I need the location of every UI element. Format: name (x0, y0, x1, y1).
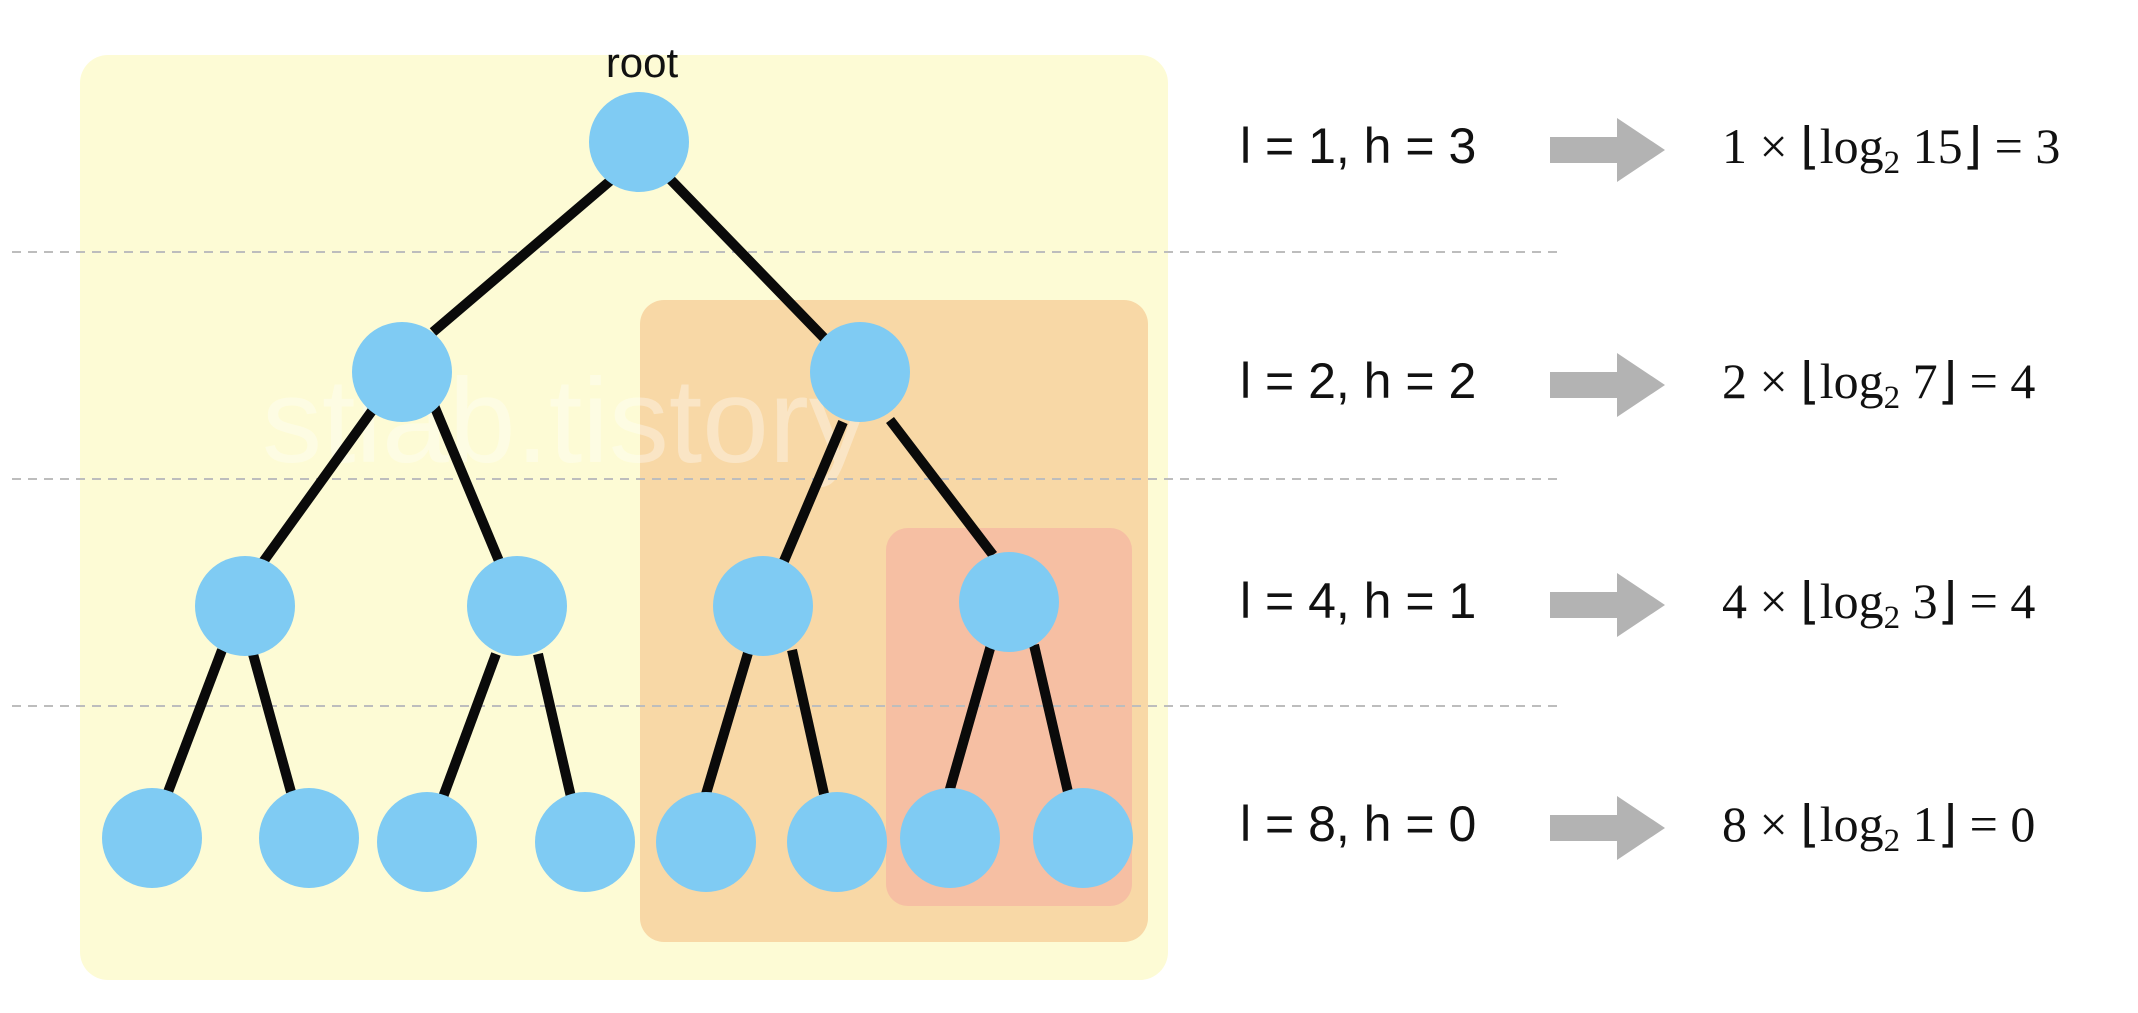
tree-node (900, 788, 1000, 888)
formula-log-base: 2 (1884, 600, 1901, 636)
formula-log-base: 2 (1884, 380, 1901, 416)
tree-edge (886, 416, 997, 559)
formula-argument: 3 (1913, 573, 1938, 629)
tree-node (535, 792, 635, 892)
formula-space (1900, 573, 1913, 629)
formula-equals: = (1957, 353, 2010, 409)
level-label: l = 4, h = 1 (1240, 573, 1476, 629)
tree-node (959, 552, 1059, 652)
tree-edge (258, 405, 379, 565)
tree-node (352, 322, 452, 422)
level-label: l = 1, h = 3 (1240, 118, 1476, 174)
formula-log: log (1820, 118, 1884, 174)
formula-right-floor: ⌋ (1938, 796, 1958, 852)
formula-right-floor: ⌋ (1938, 573, 1958, 629)
formula-log: log (1820, 353, 1884, 409)
tree-edge (533, 652, 576, 799)
tree-node-root (589, 92, 689, 192)
tree-edge (429, 177, 614, 336)
tree-edges (163, 175, 1073, 799)
tree-edge (428, 401, 504, 563)
tree-node (713, 556, 813, 656)
formula-result: 4 (2010, 353, 2035, 409)
formula-left-floor: ⌊ (1800, 353, 1820, 409)
tree-edge (666, 175, 831, 345)
tree-node (377, 792, 477, 892)
formula-space (1900, 353, 1913, 409)
formula-result: 0 (2010, 796, 2035, 852)
tree-node (787, 792, 887, 892)
formula-left-floor: ⌊ (1800, 796, 1820, 852)
formula-coefficient: 1 (1722, 118, 1747, 174)
level-label: l = 8, h = 0 (1240, 796, 1476, 852)
tree-node (102, 788, 202, 888)
level-row: l = 4, h = 1 4 × ⌊log2 3⌋ = 4 (1240, 573, 2035, 637)
formula-coefficient: 8 (1722, 796, 1747, 852)
tree-edge (787, 648, 829, 796)
formula-equals: = (1957, 573, 2010, 629)
formula-argument: 1 (1913, 796, 1938, 852)
level-formula: 4 × ⌊log2 3⌋ = 4 (1722, 573, 2035, 636)
formula-log: log (1820, 573, 1884, 629)
formula-left-floor: ⌊ (1800, 573, 1820, 629)
formula-coefficient: 4 (1722, 573, 1747, 629)
formula-argument: 7 (1913, 353, 1938, 409)
level-formula: 1 × ⌊log2 15⌋ = 3 (1722, 118, 2060, 181)
formula-result: 3 (2035, 118, 2060, 174)
tree-node (1033, 788, 1133, 888)
formula-equals: = (1982, 118, 2035, 174)
formula-left-floor: ⌊ (1800, 118, 1820, 174)
right-arrow-icon (1550, 796, 1665, 860)
formula-log-base: 2 (1884, 823, 1901, 859)
level-row: l = 8, h = 0 8 × ⌊log2 1⌋ = 0 (1240, 796, 2035, 860)
formula-right-floor: ⌋ (1963, 118, 1983, 174)
tree-edge (779, 420, 848, 563)
formula-result: 4 (2010, 573, 2035, 629)
tree-node (656, 792, 756, 892)
formula-times: × (1747, 118, 1800, 174)
tree-edge (1029, 643, 1073, 794)
root-label: root (606, 39, 679, 86)
formula-times: × (1747, 353, 1800, 409)
right-arrow-icon (1550, 573, 1665, 637)
formula-times: × (1747, 573, 1800, 629)
right-arrow-icon (1550, 118, 1665, 182)
formula-space (1900, 796, 1913, 852)
formula-space (1900, 118, 1913, 174)
tree-edge (438, 652, 501, 799)
level-row: l = 1, h = 3 1 × ⌊log2 15⌋ = 3 (1240, 118, 2060, 182)
formula-log-base: 2 (1884, 145, 1901, 181)
tree-node (467, 556, 567, 656)
formula-coefficient: 2 (1722, 353, 1747, 409)
formula-right-floor: ⌋ (1938, 353, 1958, 409)
tree-node (259, 788, 359, 888)
tree-node (195, 556, 295, 656)
tree-edge (943, 643, 996, 798)
formula-argument: 15 (1913, 118, 1963, 174)
level-formula: 8 × ⌊log2 1⌋ = 0 (1722, 796, 2035, 859)
formula-log: log (1820, 796, 1884, 852)
right-arrow-icon (1550, 353, 1665, 417)
level-label: l = 2, h = 2 (1240, 353, 1476, 409)
formula-times: × (1747, 796, 1800, 852)
tree-edge (163, 648, 227, 794)
tree-edge (701, 651, 753, 796)
tree-node (810, 322, 910, 422)
level-formula: 2 × ⌊log2 7⌋ = 4 (1722, 353, 2035, 416)
tree-edge (248, 652, 296, 794)
formula-equals: = (1957, 796, 2010, 852)
tree-nodes (102, 92, 1133, 892)
